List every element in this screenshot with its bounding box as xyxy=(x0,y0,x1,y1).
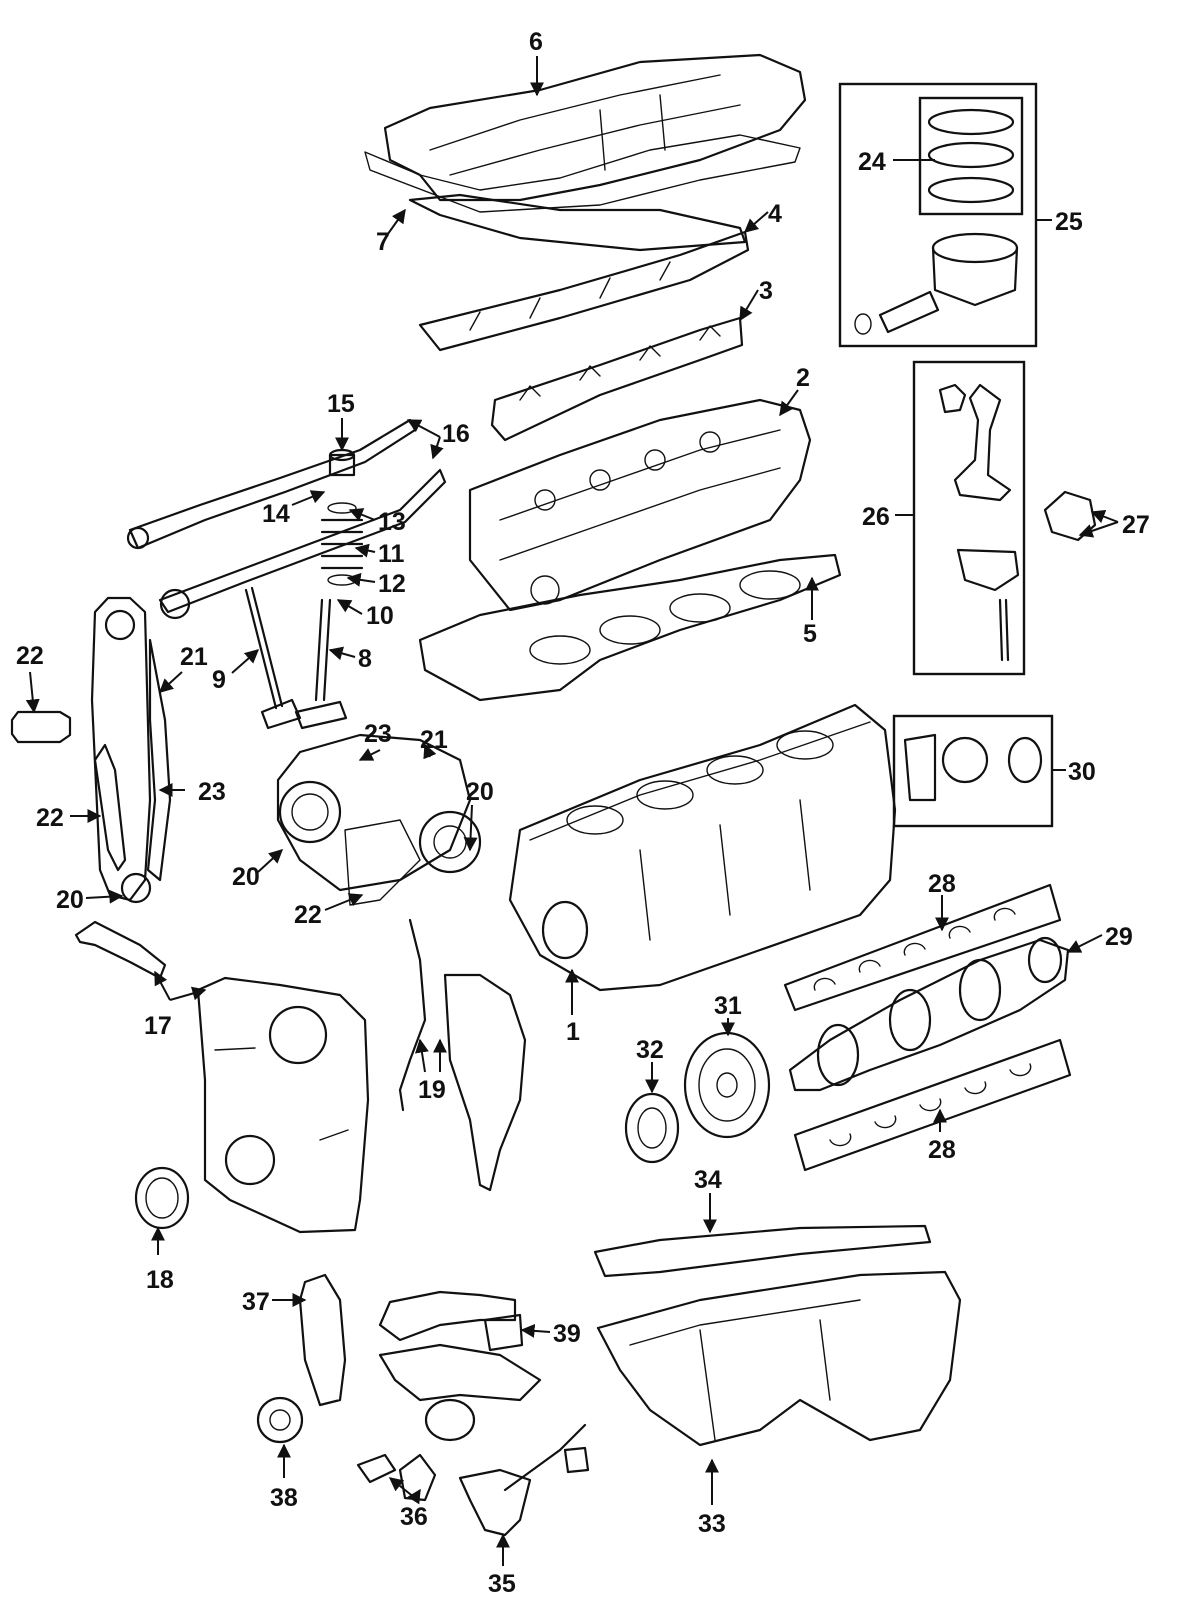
callout-20-left: 20 xyxy=(56,886,84,914)
callout-10: 10 xyxy=(366,602,394,630)
guide-rail-part[interactable] xyxy=(74,920,167,980)
callout-13: 13 xyxy=(378,508,406,536)
callout-20-right: 20 xyxy=(466,778,494,806)
callout-2: 2 xyxy=(796,364,810,392)
timing-case-cover-part[interactable] xyxy=(196,976,370,1234)
callout-29: 29 xyxy=(1105,923,1133,951)
callout-17: 17 xyxy=(144,1012,172,1040)
callout-25: 25 xyxy=(1055,208,1083,236)
callout-labels: 6 7 4 3 2 5 15 16 14 13 11 12 10 8 9 22 … xyxy=(16,28,1150,1598)
exhaust-valve-part[interactable] xyxy=(294,598,348,730)
callout-30: 30 xyxy=(1068,758,1096,786)
oil-pump-sprocket-part[interactable] xyxy=(256,1396,304,1444)
callout-6: 6 xyxy=(529,28,543,56)
callout-12: 12 xyxy=(378,570,406,598)
callout-26: 26 xyxy=(862,503,890,531)
callout-15: 15 xyxy=(327,390,355,418)
callout-28-upper: 28 xyxy=(928,870,956,898)
chain-tensioner-part[interactable] xyxy=(10,710,72,744)
piston-rings-part[interactable] xyxy=(927,108,1015,204)
callout-7: 7 xyxy=(376,228,390,256)
callout-38: 38 xyxy=(270,1484,298,1512)
callout-4: 4 xyxy=(768,200,782,228)
connecting-rod-part[interactable] xyxy=(938,383,1020,662)
callout-33: 33 xyxy=(698,1510,726,1538)
valve-cover-gasket-part[interactable] xyxy=(408,193,747,252)
connecting-rod-box xyxy=(912,360,1026,676)
intake-valve-part[interactable] xyxy=(244,586,302,730)
rear-seal-box xyxy=(892,714,1054,828)
rod-bearing-part[interactable] xyxy=(1043,490,1097,542)
callout-24: 24 xyxy=(858,148,886,176)
callout-11: 11 xyxy=(378,540,405,568)
callout-19: 19 xyxy=(418,1076,446,1104)
callout-8: 8 xyxy=(358,645,372,673)
camshaft-carrier-part[interactable] xyxy=(490,316,744,442)
main-bearings-upper-part[interactable] xyxy=(783,883,1062,1012)
callout-21-chain: 21 xyxy=(180,643,208,671)
callout-9: 9 xyxy=(212,666,226,694)
callout-27: 27 xyxy=(1122,511,1150,539)
oil-pan-gasket-part[interactable] xyxy=(593,1224,932,1278)
valve-spring-part[interactable] xyxy=(320,502,364,586)
oil-pan-part[interactable] xyxy=(596,1270,962,1447)
oil-pump-part[interactable] xyxy=(378,1290,542,1442)
piston-kit-box xyxy=(838,82,1038,348)
callout-5: 5 xyxy=(803,620,817,648)
callout-35: 35 xyxy=(488,1570,516,1598)
callout-23-left: 23 xyxy=(198,778,226,806)
callout-22-center: 22 xyxy=(294,901,322,929)
callout-18: 18 xyxy=(146,1266,174,1294)
callout-28-lower: 28 xyxy=(928,1136,956,1164)
camshaft-cover-plate-part[interactable] xyxy=(418,230,750,352)
rear-seal-part[interactable] xyxy=(903,733,1043,802)
callout-1: 1 xyxy=(566,1018,580,1046)
leader-lines xyxy=(25,56,1119,1566)
engine-block-part[interactable] xyxy=(508,703,897,992)
callout-16: 16 xyxy=(442,420,470,448)
oil-pump-chain-part[interactable] xyxy=(298,1273,347,1407)
vibration-damper-part[interactable] xyxy=(683,1031,771,1139)
piston-part[interactable] xyxy=(854,232,1019,335)
crankshaft-part[interactable] xyxy=(788,936,1070,1092)
piston-rings-box xyxy=(918,96,1024,216)
callout-3: 3 xyxy=(759,277,773,305)
callout-39: 39 xyxy=(553,1320,581,1348)
callout-34: 34 xyxy=(694,1166,722,1194)
callout-21-center: 21 xyxy=(420,726,448,754)
timing-cover-gasket-part[interactable] xyxy=(398,918,527,1192)
callout-23-center: 23 xyxy=(364,720,392,748)
callout-32: 32 xyxy=(636,1036,664,1064)
callout-22-tensioner: 22 xyxy=(16,642,44,670)
callout-14: 14 xyxy=(262,500,290,528)
callout-20-center: 20 xyxy=(232,863,260,891)
vanos-unit-part[interactable] xyxy=(276,733,482,906)
chain-guide-part[interactable] xyxy=(93,638,172,882)
callout-22-left: 22 xyxy=(36,804,64,832)
callout-37: 37 xyxy=(242,1288,270,1316)
valve-cover-part[interactable] xyxy=(364,53,807,213)
callout-31: 31 xyxy=(714,992,742,1020)
oil-pickup-part[interactable] xyxy=(458,1423,590,1537)
oil-pump-drive-part[interactable] xyxy=(356,1453,437,1502)
pulley-part[interactable] xyxy=(624,1092,680,1164)
callout-36: 36 xyxy=(400,1503,428,1531)
front-seal-part[interactable] xyxy=(134,1166,190,1230)
